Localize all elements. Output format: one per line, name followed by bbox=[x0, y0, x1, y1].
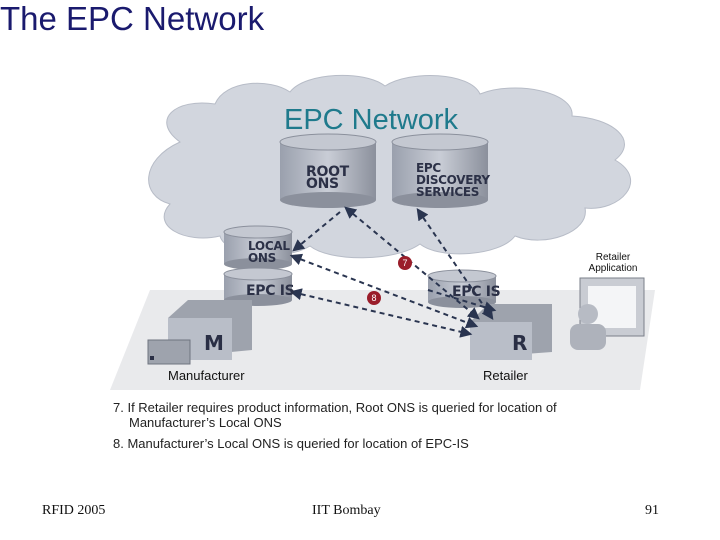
step7-badge: 7 bbox=[398, 256, 412, 270]
note-step8: 8. Manufacturer’s Local ONS is queried f… bbox=[113, 436, 469, 451]
epc-is-retailer-label: EPC IS bbox=[452, 284, 501, 300]
slide-title: The EPC Network bbox=[0, 0, 265, 37]
step8-badge: 8 bbox=[367, 291, 381, 305]
retailer-building bbox=[470, 304, 552, 360]
local-ons-server bbox=[223, 225, 293, 270]
manufacturer-building bbox=[147, 300, 252, 365]
epc-is-manufacturer-label: EPC IS bbox=[246, 283, 295, 299]
arrow-rootons-to-localons bbox=[292, 211, 341, 252]
retailer-letter: R bbox=[512, 331, 528, 355]
note-step7: 7. If Retailer requires product informat… bbox=[113, 400, 557, 430]
cloud-label: EPC Network bbox=[284, 104, 459, 136]
retailer-application-terminal bbox=[570, 277, 645, 350]
discovery-services-server bbox=[391, 133, 489, 208]
retailer-label: Retailer bbox=[483, 368, 528, 383]
manufacturer-label: Manufacturer bbox=[168, 368, 245, 383]
arrow-retailer-to-epcis bbox=[427, 289, 497, 313]
footer-center: IIT Bombay bbox=[312, 503, 381, 518]
manufacturer-letter: M bbox=[204, 331, 224, 355]
page-number: 91 bbox=[645, 503, 659, 518]
footer-left: RFID 2005 bbox=[42, 503, 106, 518]
epc-cloud bbox=[148, 74, 631, 259]
root-ons-server bbox=[279, 133, 377, 208]
arrow-epcis-to-retailer bbox=[289, 288, 473, 338]
